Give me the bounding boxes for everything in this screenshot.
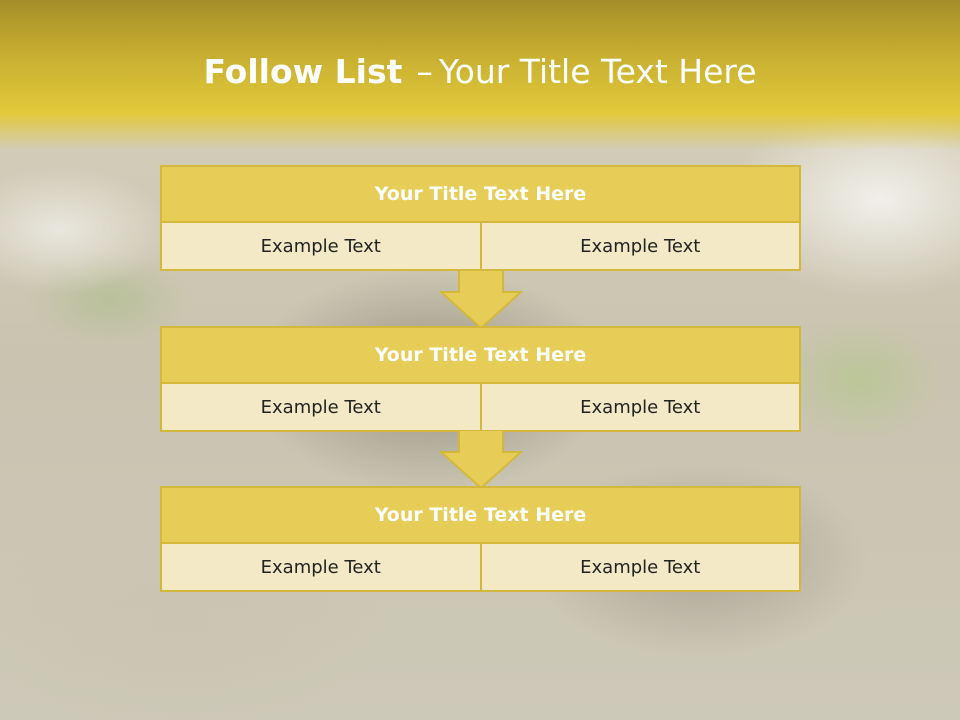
block-cell-left: Example Text [160,223,482,271]
down-arrow-icon [439,430,523,490]
list-block-1: Your Title Text Here Example Text Exampl… [160,165,801,271]
list-block-3: Your Title Text Here Example Text Exampl… [160,486,801,592]
block-cell-right: Example Text [481,544,801,592]
block-cell-left: Example Text [160,384,482,432]
block-row: Example Text Example Text [160,384,801,432]
header-band [0,0,960,150]
block-cell-right: Example Text [481,384,801,432]
block-cell-left: Example Text [160,544,482,592]
down-arrow-icon [439,270,523,330]
slide-title: Follow List–Your Title Text Here [0,52,960,91]
block-title: Your Title Text Here [160,486,801,544]
block-title: Your Title Text Here [160,165,801,223]
block-title: Your Title Text Here [160,326,801,384]
list-block-2: Your Title Text Here Example Text Exampl… [160,326,801,432]
slide-title-dash: – [416,52,433,91]
block-row: Example Text Example Text [160,223,801,271]
slide-title-rest: Your Title Text Here [438,52,757,91]
block-cell-right: Example Text [481,223,801,271]
slide-title-bold: Follow List [203,52,403,91]
block-row: Example Text Example Text [160,544,801,592]
